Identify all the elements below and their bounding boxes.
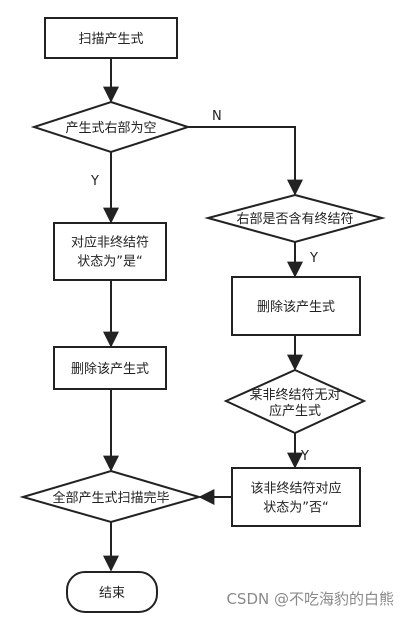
node-text-line: 该非终结符对应 [250,481,341,497]
node-rhs-all-text: 右部是否含有终结符 [236,211,353,227]
node-text-line: 应产生式 [269,403,321,419]
node-end-text: 结束 [99,586,125,601]
node-mark-no-text: 该非终结符对应状态为”否“ [250,481,341,516]
node-no-terminal-text: 某非终结符无对应产生式 [249,387,340,419]
node-mark-no-box [231,467,361,527]
node-mark-yes-text: 对应非终结符状态为”是“ [71,235,149,270]
node-delete-right-text: 删除该产生式 [257,300,335,315]
edge-rhs-empty-to-rhs-all [188,126,303,196]
node-rhs-empty-text: 产生式右部为空 [65,121,156,136]
node-text-line: 状态为”否“ [263,501,328,516]
node-delete-left-text: 删除该产生式 [71,362,149,377]
node-scan-text: 扫描产生式 [78,32,143,47]
node-delete-right-box [231,276,361,336]
node-text-line: 删除该产生式 [71,362,149,377]
node-delete-left-box [53,346,167,390]
edge-label-y-right-top: Y [309,251,318,266]
node-no-terminal-diamond [223,368,367,435]
edge-label-y-left: Y [90,174,99,189]
node-text-line: 扫描产生式 [78,32,143,47]
node-rhs-all-diamond [204,193,386,244]
watermark: CSDN @不吃海豹的白熊 [226,590,394,608]
node-text-line: 结束 [99,586,125,601]
node-text-line: 右部是否含有终结符 [236,211,353,227]
node-all-done-text: 全部产生式扫描完毕 [52,490,169,506]
node-all-done-diamond [19,469,203,524]
node-text-line: 对应非终结符 [71,235,149,251]
node-text-line: 某非终结符无对 [249,387,340,403]
node-text-line: 全部产生式扫描完毕 [52,490,169,506]
node-text-line: 删除该产生式 [257,300,335,315]
node-end-terminal [66,571,158,613]
edge-label-y-right-bottom: Y [300,449,309,464]
node-text-line: 产生式右部为空 [65,121,156,136]
node-scan-box [44,17,178,59]
node-rhs-empty-diamond [30,100,192,154]
edge-label-n: N [212,109,222,124]
node-mark-yes-box [53,222,167,281]
node-text-line: 状态为”是“ [77,255,142,270]
